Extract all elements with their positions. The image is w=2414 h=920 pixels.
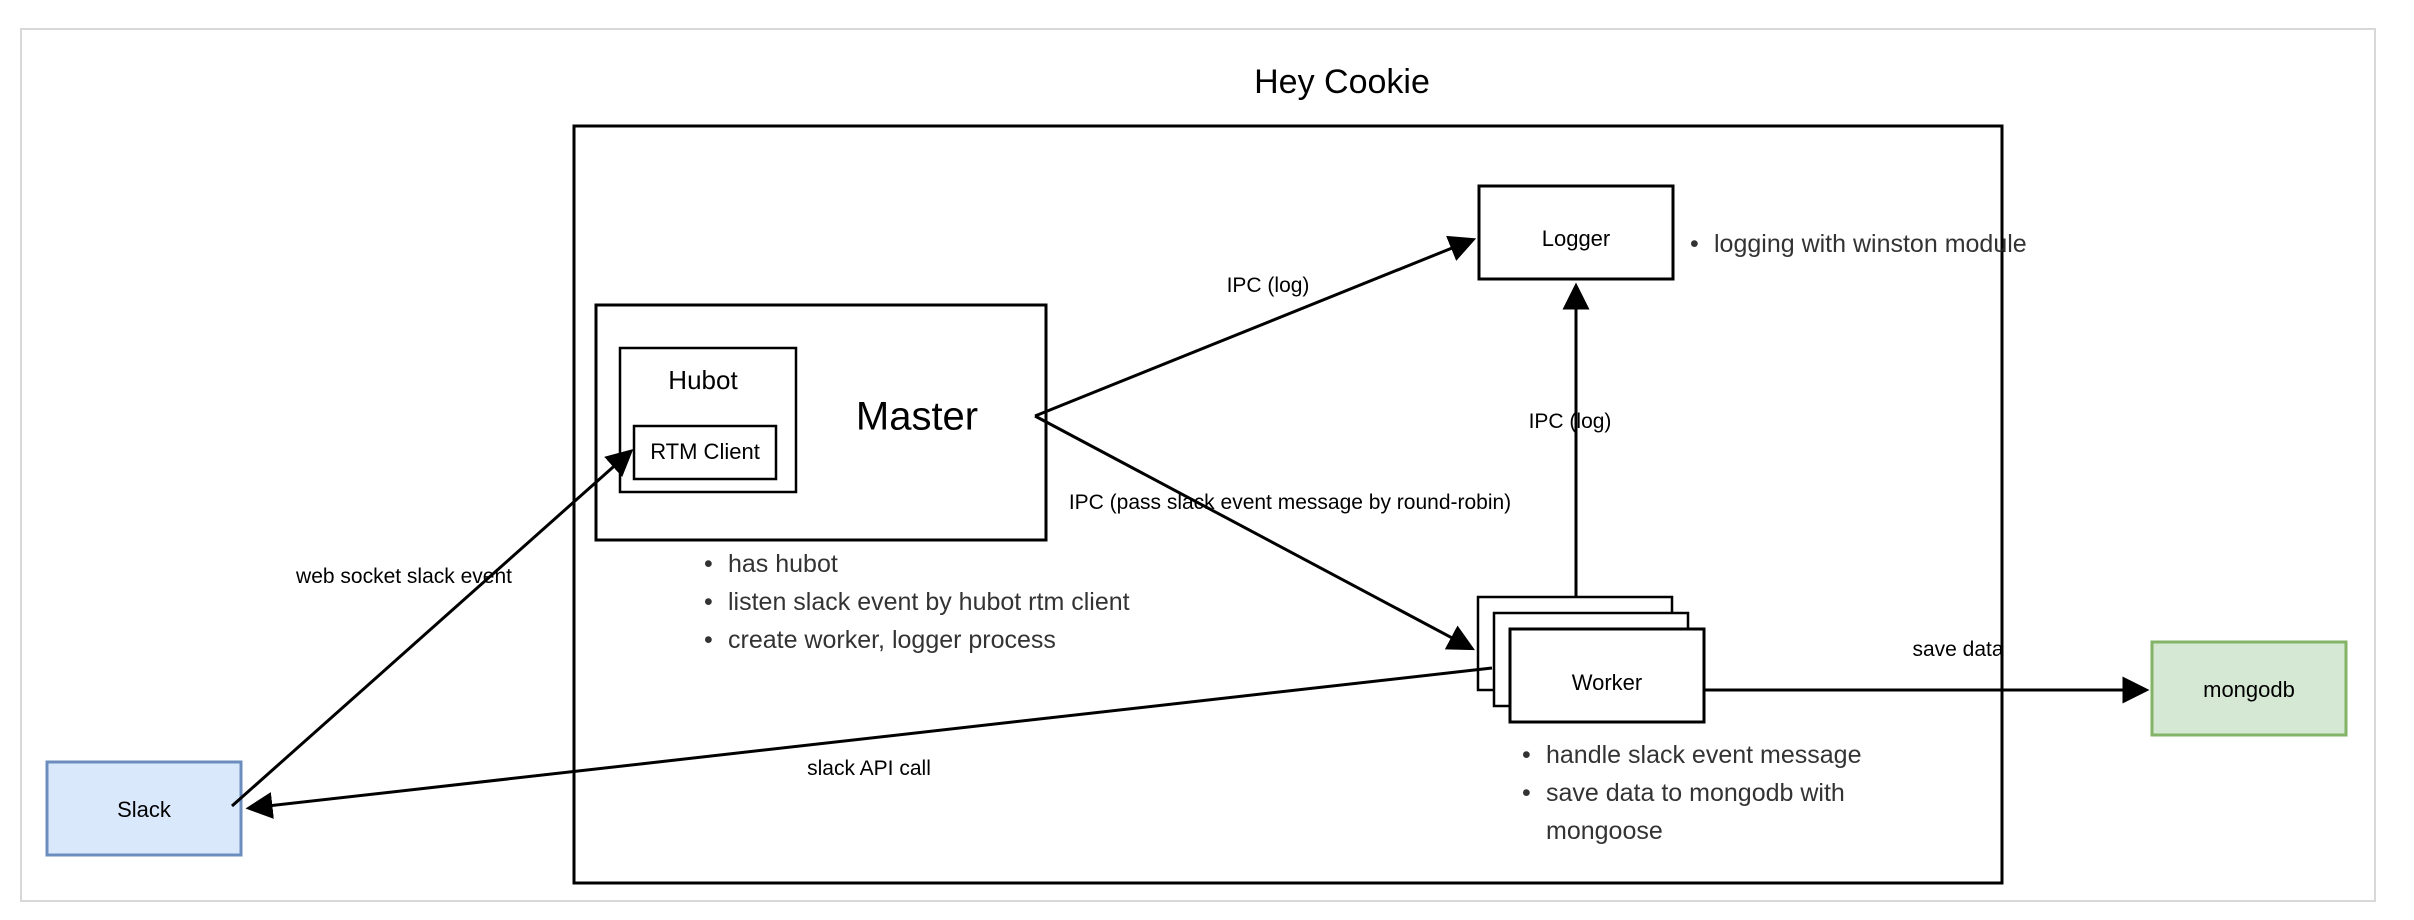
page-frame — [20, 28, 2376, 902]
edge-label-save-data: save data — [1912, 638, 2003, 661]
logger-label: Logger — [1542, 226, 1611, 251]
logger-box[interactable] — [1477, 184, 1675, 281]
edge-master-to-worker — [1034, 414, 1475, 651]
node-mongodb[interactable]: mongodb — [2150, 640, 2348, 737]
logger-notes-list: logging with winston module — [1688, 225, 2027, 263]
hubot-label: Hubot — [668, 365, 738, 395]
edge-label-web-socket-slack-event: web socket slack event — [295, 565, 512, 588]
node-logger[interactable]: Logger — [1477, 184, 1675, 281]
node-rtm-client[interactable]: RTM Client — [632, 424, 778, 481]
list-item: handle slack event message — [1520, 736, 1861, 774]
list-item: listen slack event by hubot rtm client — [702, 583, 1130, 621]
worker-notes-list: handle slack event message save data to … — [1520, 736, 1861, 850]
mongodb-label: mongodb — [2203, 677, 2295, 702]
worker-label: Worker — [1572, 670, 1643, 695]
node-slack[interactable]: Slack — [45, 760, 243, 857]
slack-label: Slack — [117, 797, 172, 822]
list-item: create worker, logger process — [702, 621, 1130, 659]
edge-slack-to-rtm — [231, 449, 634, 808]
system-boundary-box — [572, 124, 2004, 885]
edge-label-slack-api-call: slack API call — [807, 757, 931, 780]
edge-master-to-logger — [1034, 235, 1477, 418]
slack-box[interactable] — [45, 760, 243, 857]
list-item: logging with winston module — [1688, 225, 2027, 263]
page-title: Hey Cookie — [1254, 63, 1430, 101]
rtm-client-label: RTM Client — [650, 439, 760, 464]
worker-box-front[interactable] — [1508, 627, 1706, 724]
list-item: save data to mongodb with mongoose — [1520, 774, 1850, 850]
edge-worker-to-slack — [245, 666, 1493, 819]
rtm-client-box[interactable] — [632, 424, 778, 481]
edge-label-ipc-log-worker: IPC (log) — [1529, 410, 1612, 433]
edge-label-ipc-log-master: IPC (log) — [1227, 274, 1310, 297]
list-item: has hubot — [702, 545, 1130, 583]
master-label: Master — [856, 395, 978, 439]
mongodb-box[interactable] — [2150, 640, 2348, 737]
master-notes-list: has hubot listen slack event by hubot rt… — [702, 545, 1130, 659]
edge-label-ipc-round-robin: IPC (pass slack event message by round-r… — [1069, 491, 1511, 514]
node-worker[interactable]: Worker — [1476, 595, 1706, 724]
